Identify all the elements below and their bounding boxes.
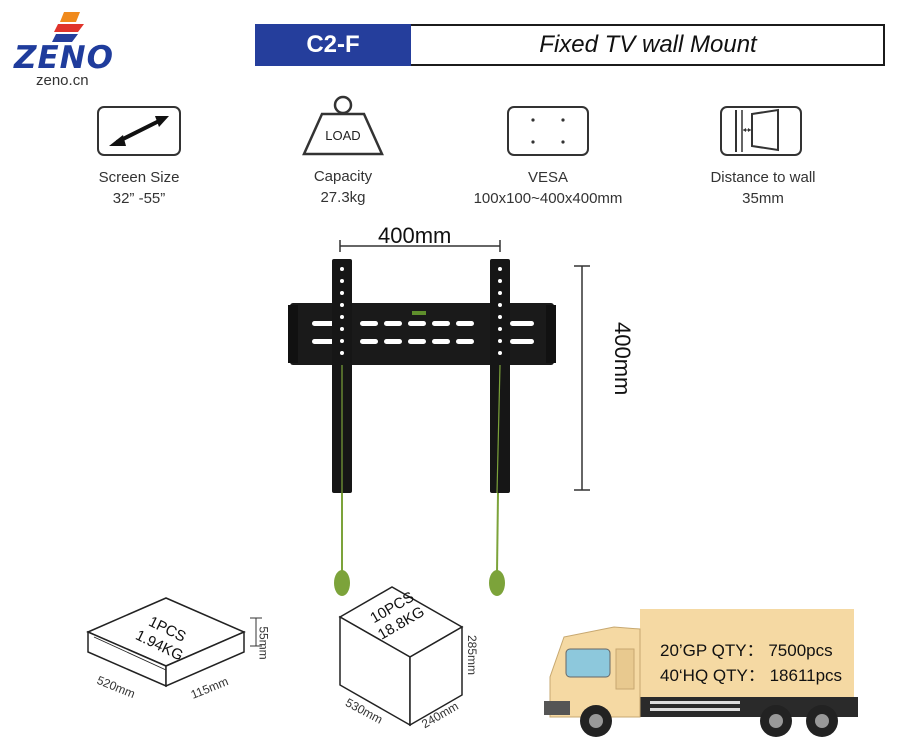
wall-distance-icon xyxy=(735,108,779,152)
zeno-logo-icon xyxy=(52,12,84,42)
qty-20gp: 20’GP QTY： 7500pcs xyxy=(660,641,833,660)
screen-size-card xyxy=(97,106,181,156)
distance-value: 35mm xyxy=(742,190,784,207)
vesa-pattern-icon xyxy=(531,118,565,144)
wall-mount-illustration xyxy=(288,259,556,596)
width-dimension-line xyxy=(339,240,501,252)
load-icon-text: LOAD xyxy=(325,128,360,143)
load-weight-icon: LOAD xyxy=(302,95,384,156)
model-code: C2-F xyxy=(255,24,411,66)
width-dimension-label: 400mm xyxy=(378,223,452,248)
distance-card xyxy=(720,106,802,156)
truck-icon xyxy=(544,609,858,737)
carton-box-icon xyxy=(338,586,464,727)
screen-size-title: Screen Size xyxy=(98,169,180,186)
vesa-value: 100x100~400x400mm xyxy=(473,190,623,207)
brand-name: ZENO xyxy=(14,40,114,76)
qty-40hq: 40‘HQ QTY： 18611pcs xyxy=(660,666,843,685)
brand-domain: zeno.cn xyxy=(36,72,89,89)
vesa-title: VESA xyxy=(527,169,569,186)
distance-title: Distance to wall xyxy=(710,169,816,186)
capacity-value: 27.3kg xyxy=(320,189,366,206)
product-name: Fixed TV wall Mount xyxy=(539,31,757,58)
height-dimension-label: 400mm xyxy=(610,322,635,396)
screen-size-value: 32” -55” xyxy=(112,190,166,207)
capacity-title: Capacity xyxy=(313,168,373,185)
vesa-card xyxy=(507,106,589,156)
diagonal-arrow-icon xyxy=(109,116,169,146)
height-dimension-line xyxy=(574,265,590,491)
box1-height: 55mm xyxy=(256,626,271,660)
single-box-icon xyxy=(86,597,262,688)
box2-height: 285mm xyxy=(465,634,480,676)
